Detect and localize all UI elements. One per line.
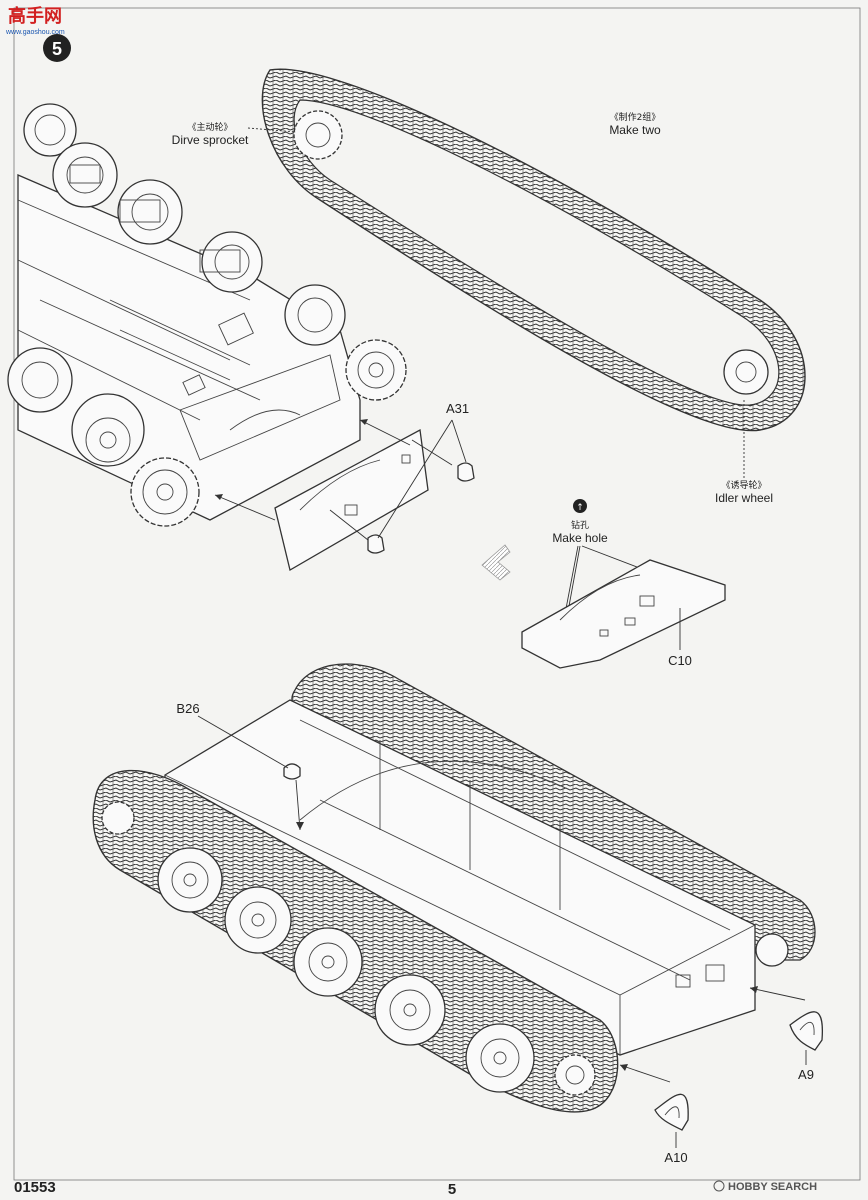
track-loop <box>261 68 806 432</box>
drive-sprocket-en: Dirve sprocket <box>172 133 249 147</box>
watermark-text: HOBBY SEARCH <box>728 1181 817 1193</box>
direction-arrow-hatched <box>481 544 511 581</box>
part-a9: A9 <box>749 986 824 1082</box>
make-hole-en: Make hole <box>552 531 608 545</box>
make-two-en: Make two <box>609 123 661 137</box>
idler-en: Idler wheel <box>715 491 773 505</box>
hobby-search-watermark: HOBBY SEARCH <box>713 1180 817 1193</box>
track-sprocket <box>293 110 343 160</box>
part-b26: B26 <box>176 701 304 831</box>
make-two-cn: 《制作2组》 <box>610 111 661 123</box>
part-label-c10: C10 <box>668 653 692 668</box>
step-badge: 5 <box>43 34 71 62</box>
lower-hull-assembly <box>92 663 816 1113</box>
callout-make-two: 《制作2组》 Make two <box>609 111 661 137</box>
page-number: 5 <box>448 1181 456 1198</box>
logo-text: 高手网 <box>8 5 62 27</box>
road-wheels-lower <box>7 347 145 467</box>
track-idler <box>723 349 769 395</box>
step-number: 5 <box>52 39 62 59</box>
drive-sprocket-left <box>130 457 200 527</box>
part-label-a10: A10 <box>664 1150 687 1165</box>
callout-drive-sprocket: 《主动轮》 Dirve sprocket <box>172 121 297 147</box>
road-wheels-upper <box>23 103 346 346</box>
assembly-arrows-top <box>214 419 411 521</box>
product-code: 01553 <box>14 1179 56 1196</box>
callout-idler-wheel: 《诱导轮》 Idler wheel <box>715 400 773 505</box>
part-label-a9: A9 <box>798 1067 814 1082</box>
make-hole-cn: 钻孔 <box>571 519 589 531</box>
site-logo: 高手网 www.gaoshou.com <box>5 5 65 36</box>
part-label-b26: B26 <box>176 701 199 716</box>
logo-subtext: www.gaoshou.com <box>5 29 65 36</box>
idler-cn: 《诱导轮》 <box>721 479 766 491</box>
part-a31-group: A31 <box>329 401 475 554</box>
make-hole-symbol: ↑ <box>576 503 584 513</box>
rear-plate-assembly <box>274 428 429 571</box>
drive-sprocket-right <box>345 339 407 401</box>
part-a10: A10 <box>619 1064 689 1165</box>
page-border <box>13 7 861 1181</box>
drive-sprocket-cn: 《主动轮》 <box>187 121 232 133</box>
lower-road-wheels <box>157 847 596 1096</box>
part-c10-plate: C10 <box>521 559 726 669</box>
part-label-a31: A31 <box>446 401 469 416</box>
